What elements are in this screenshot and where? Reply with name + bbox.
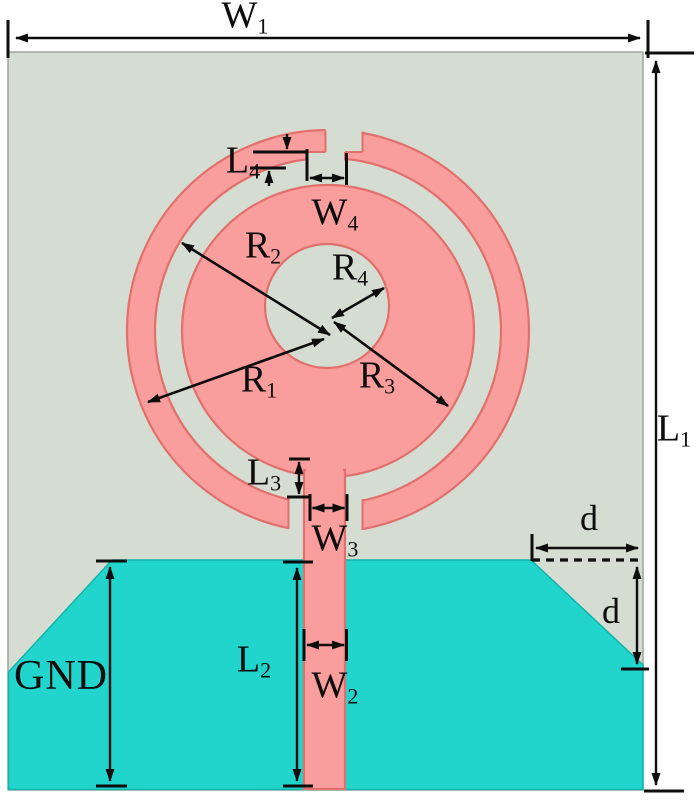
dim-d-vertical bbox=[621, 566, 649, 671]
label-sub: 1 bbox=[266, 377, 278, 403]
label-text: R bbox=[331, 246, 358, 289]
label-sub: 4 bbox=[357, 265, 369, 291]
dim-r4-arrow bbox=[331, 286, 385, 320]
label-text: R bbox=[244, 224, 271, 267]
label-r1: R1 bbox=[241, 360, 277, 401]
dim-w4 bbox=[305, 149, 348, 185]
dim-l3 bbox=[287, 457, 311, 499]
dim-r2-arrow bbox=[181, 241, 331, 337]
label-sub: 3 bbox=[384, 373, 396, 399]
dim-l1 bbox=[644, 51, 694, 793]
label-text: R bbox=[240, 358, 267, 401]
label-sub: 4 bbox=[347, 210, 359, 236]
label-sub: 2 bbox=[270, 243, 282, 269]
label-sub: 2 bbox=[347, 683, 359, 709]
dim-l2 bbox=[283, 560, 313, 788]
label-d-top: d bbox=[580, 500, 598, 536]
ring-bottom-gap-edges bbox=[287, 498, 364, 530]
dim-w2 bbox=[302, 629, 348, 661]
label-sub: 4 bbox=[249, 158, 261, 184]
label-text: W bbox=[311, 517, 348, 560]
label-text: R bbox=[358, 354, 385, 397]
label-r3: R3 bbox=[359, 356, 395, 397]
label-text: d bbox=[602, 591, 620, 631]
label-w3: W3 bbox=[312, 519, 359, 560]
label-text: L bbox=[225, 139, 250, 182]
dim-gnd-height bbox=[96, 559, 127, 788]
label-r4: R4 bbox=[332, 248, 368, 289]
label-sub: 3 bbox=[270, 470, 282, 496]
label-sub: 1 bbox=[680, 426, 692, 452]
label-sub: 2 bbox=[260, 657, 272, 683]
label-d-side: d bbox=[602, 593, 620, 629]
label-text: L bbox=[656, 407, 681, 450]
label-text: W bbox=[311, 191, 348, 234]
label-sub: 1 bbox=[257, 13, 269, 39]
label-l4: L4 bbox=[226, 141, 260, 182]
ring-top-slot-outer bbox=[325, 124, 363, 152]
dim-d-horizontal bbox=[530, 534, 642, 562]
patch-feed-junction bbox=[306, 465, 343, 478]
label-text: L bbox=[246, 451, 271, 494]
dim-l4 bbox=[250, 134, 306, 186]
gap-edge bbox=[287, 498, 364, 530]
label-text: GND bbox=[14, 653, 108, 699]
label-text: L bbox=[236, 638, 261, 681]
outer-split-ring bbox=[125, 128, 531, 534]
label-r2: R2 bbox=[245, 226, 281, 267]
label-gnd: GND bbox=[14, 655, 108, 697]
label-w4: W4 bbox=[312, 193, 359, 234]
label-w2: W2 bbox=[312, 666, 359, 707]
dim-r3-arrow bbox=[333, 320, 449, 408]
label-l1: L1 bbox=[657, 409, 691, 450]
ring-top-slot-inner bbox=[307, 152, 345, 167]
label-text: W bbox=[311, 664, 348, 707]
dim-r1-arrow bbox=[147, 337, 325, 404]
label-l3: L3 bbox=[247, 453, 281, 494]
label-text: d bbox=[580, 498, 598, 538]
label-l2: L2 bbox=[237, 640, 271, 681]
label-text: W bbox=[221, 0, 258, 37]
dimension-annotations bbox=[6, 20, 694, 793]
label-sub: 3 bbox=[347, 536, 359, 562]
label-w1: W1 bbox=[222, 0, 269, 38]
feed-line bbox=[302, 468, 347, 791]
